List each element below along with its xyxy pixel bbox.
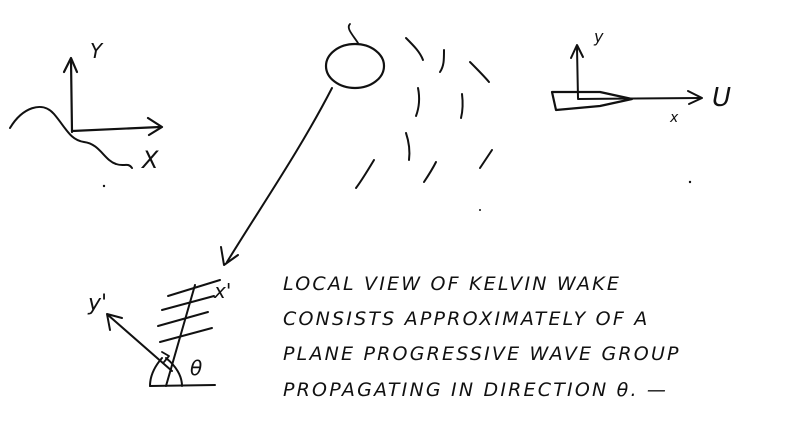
crest-mark [423, 161, 437, 183]
ship-x-axis [577, 97, 701, 100]
ship-x-label: x [669, 110, 679, 126]
crest-mark [479, 149, 493, 169]
global-y-label: Y [90, 39, 104, 63]
angle-corner [149, 357, 163, 387]
local-y-axis [107, 314, 173, 372]
wake-crests [355, 37, 493, 189]
local-y-arrowhead [106, 313, 123, 331]
local-y-label: y' [87, 291, 107, 316]
angle-arc-arrowhead [161, 351, 170, 363]
coastline-curve [9, 106, 133, 169]
ship-y-label: y [593, 27, 604, 46]
ship-y-arrowhead [570, 44, 584, 59]
crest-mark [405, 37, 424, 61]
crest-mark [439, 49, 445, 73]
wave-crest-line [161, 295, 215, 311]
crest-mark [415, 87, 421, 117]
local-x-label: x' [213, 279, 231, 303]
zoom-circle [324, 42, 386, 90]
caption-line-4: PROPAGATING IN DIRECTION θ. — [283, 379, 668, 401]
ship-x-arrowhead [687, 90, 703, 105]
theta-label: θ [190, 356, 202, 380]
crest-mark [460, 93, 464, 119]
global-y-axis [69, 58, 74, 134]
angle-arc [165, 357, 183, 387]
ship-hull [550, 90, 634, 112]
speck [102, 184, 106, 188]
global-axes: Y X [9, 39, 164, 174]
global-x-label: X [140, 146, 159, 174]
global-x-axis [70, 125, 162, 133]
caption-line-2: CONSISTS APPROXIMATELY OF A [283, 308, 649, 330]
paper-specks [102, 180, 692, 211]
global-x-arrowhead [146, 116, 164, 137]
local-wave-group: y' x' θ [87, 279, 231, 387]
ship-frame: y U x [550, 27, 731, 126]
speck [479, 209, 481, 211]
wave-crest-line [159, 327, 213, 343]
global-y-arrowhead [62, 56, 79, 74]
zoom-circle-flourish [347, 23, 359, 44]
crest-mark [469, 61, 490, 83]
ship-y-axis [576, 47, 579, 99]
caption-line-3: PLANE PROGRESSIVE WAVE GROUP [283, 343, 681, 365]
crest-mark [355, 159, 375, 189]
caption-line-1: LOCAL VIEW OF KELVIN WAKE [283, 273, 621, 295]
speck [688, 180, 692, 184]
leader-arrowhead [220, 246, 239, 266]
zoom-callout [220, 23, 386, 266]
crest-mark [405, 132, 411, 161]
caption-block: LOCAL VIEW OF KELVIN WAKE CONSISTS APPRO… [283, 273, 681, 401]
velocity-label: U [712, 83, 731, 113]
leader-line [226, 87, 333, 263]
wave-crest-line [157, 311, 209, 327]
